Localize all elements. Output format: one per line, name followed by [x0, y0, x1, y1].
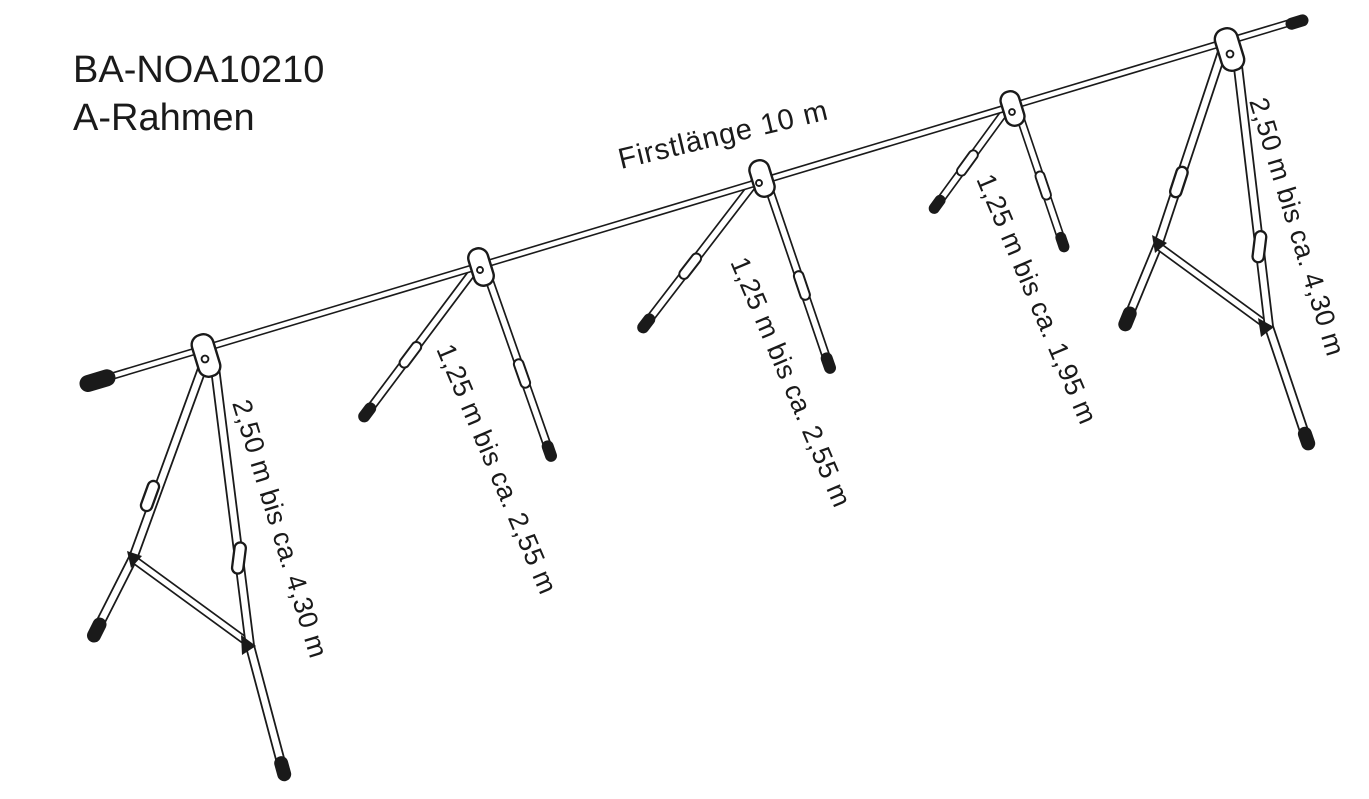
- frame-2-height-label: 1,25 m bis ca. 2,55 m: [430, 340, 563, 599]
- frame-3-front-leg: [761, 175, 836, 374]
- frame-1-top-clamp: [190, 333, 222, 378]
- frame-1-rear-foot-cap: [87, 617, 107, 643]
- frame-2-rear-foot-cap: [358, 402, 377, 423]
- frame-4-rear-leg: [928, 101, 1014, 214]
- a-frame-4: [928, 101, 1070, 253]
- frame-3-rear-leg: [637, 173, 763, 334]
- frame-4-top-clamp: [999, 90, 1026, 127]
- frame-5-cross-brace: [1152, 235, 1270, 329]
- frame-2-top-clamp: [467, 247, 495, 287]
- frame-5-brace-clamp-rear: [1152, 235, 1167, 253]
- frame-5-top-clamp: [1213, 26, 1246, 73]
- frame-1-front-foot-cap: [274, 756, 292, 782]
- frame-5-rear-foot-cap: [1118, 306, 1137, 332]
- frame-3-clamp-hole: [755, 179, 763, 187]
- apex-clamps: [190, 26, 1246, 378]
- ridge-pole-left-end-cap: [79, 369, 116, 392]
- frame-4-height-label: 1,25 m bis ca. 1,95 m: [970, 170, 1103, 429]
- frame-4-clamp-hole: [1008, 108, 1016, 116]
- frame-1-brace-clamp-rear: [127, 551, 142, 568]
- frame-2-clamp-hole: [476, 266, 484, 274]
- a-frame-2: [358, 261, 557, 462]
- frame-3-top-clamp: [748, 159, 776, 198]
- frame-5-front-foot-cap: [1297, 426, 1316, 451]
- ridge-length-label: Firstlänge 10 m: [615, 95, 831, 176]
- frame-3-rear-foot-cap: [637, 313, 656, 334]
- frame-3-front-foot-cap: [820, 352, 836, 374]
- frame-2-front-leg: [480, 263, 557, 462]
- frame-4-front-leg: [1012, 103, 1070, 253]
- frame-1-front-leg: [209, 355, 292, 782]
- frame-1-rear-leg: [87, 353, 211, 643]
- a-frame-3: [637, 173, 836, 374]
- frame-1-clamp-hole: [200, 354, 210, 364]
- frame-5-front-leg: [1231, 45, 1316, 451]
- frame-4-rear-foot-cap: [928, 194, 946, 214]
- frame-4-front-foot-cap: [1055, 231, 1070, 253]
- ridge-pole: [79, 14, 1309, 392]
- frame-1-brace-clamp-front: [241, 635, 256, 655]
- frame-5-brace-clamp-front: [1258, 318, 1274, 337]
- ridge-pole-right-end-cap: [1285, 14, 1309, 30]
- product-code: BA-NOA10210: [73, 49, 324, 91]
- a-frame-1: [87, 353, 292, 782]
- product-name: A-Rahmen: [73, 97, 255, 139]
- frame-2-front-foot-cap: [541, 440, 557, 462]
- frame-2-rear-leg: [358, 261, 482, 423]
- frame-1-cross-brace: [127, 551, 252, 647]
- a-frame-5: [1118, 41, 1316, 451]
- frame-3-height-label: 1,25 m bis ca. 2,55 m: [724, 253, 857, 512]
- frame-5-clamp-hole: [1225, 49, 1235, 59]
